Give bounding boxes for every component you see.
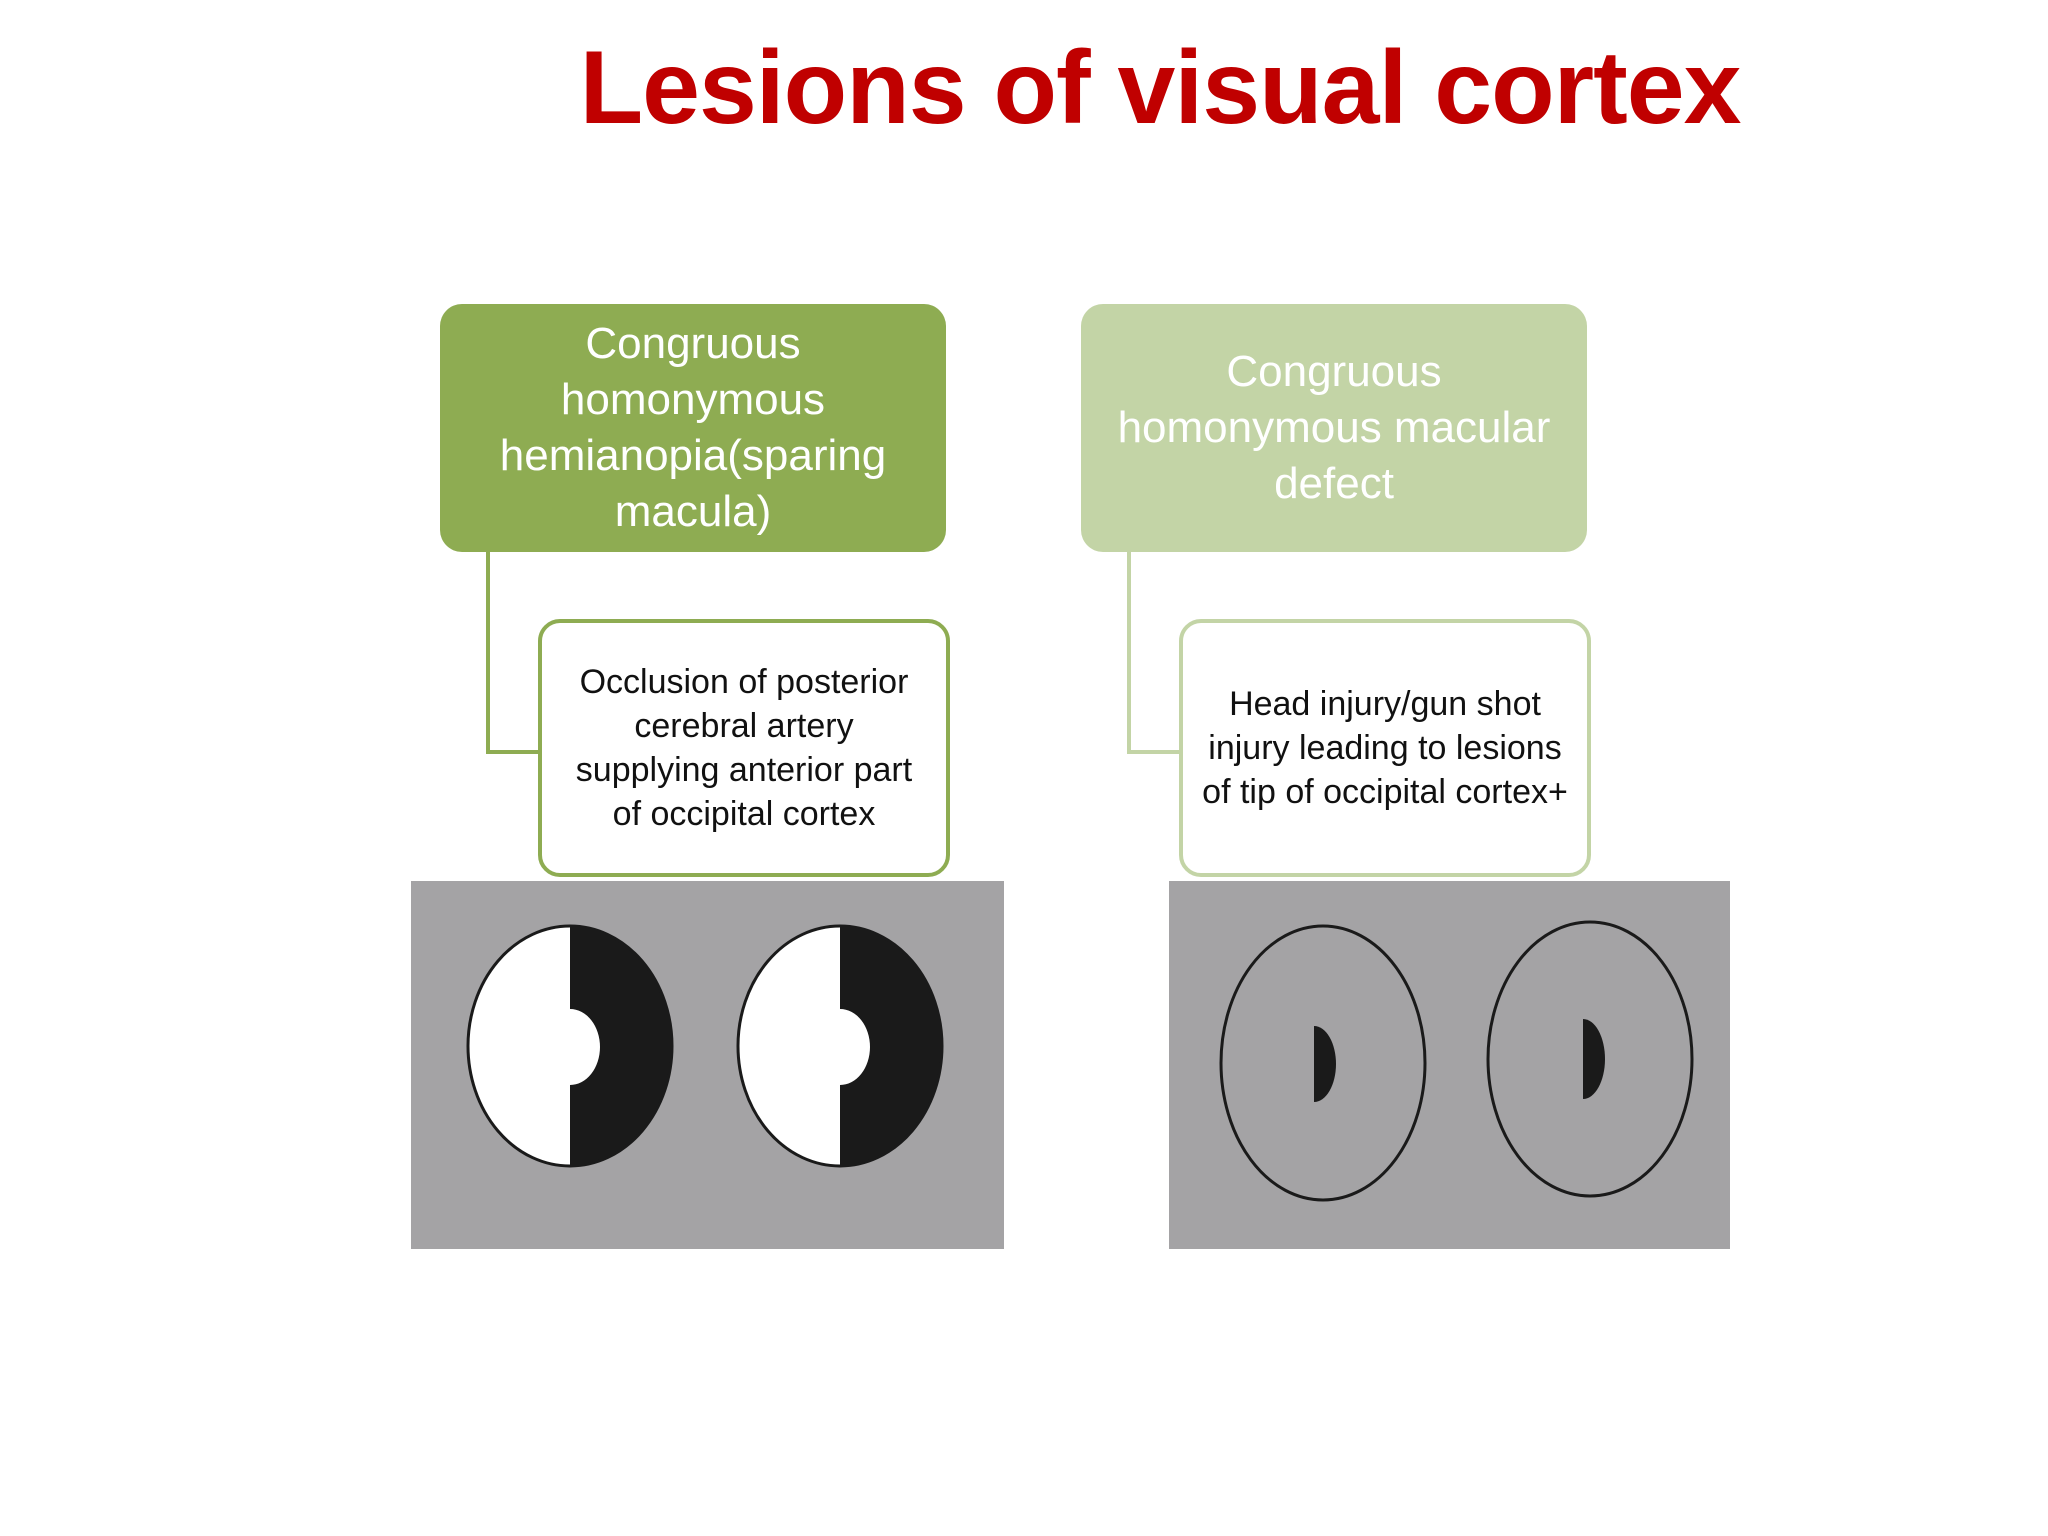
left-eye-macular-outline [1219,924,1427,1202]
right-heading-box: Congruous homonymous macular defect [1081,304,1587,552]
left-eye-defect [570,926,672,1166]
right-eye-field [736,924,944,1168]
left-cause-text: Occlusion of posterior cerebral artery s… [575,663,913,833]
left-connector-line [486,552,544,754]
right-eye-defect [840,926,942,1166]
left-heading-text: Congruous homonymous hemianopia(sparing … [499,319,887,536]
right-eye-macular-outline [1486,920,1694,1198]
left-eye-macular-defect [1314,1026,1336,1102]
right-visual-field-svg [1219,920,1694,1202]
left-eye-macular-field [1219,924,1427,1202]
right-heading-text: Congruous homonymous macular defect [1117,347,1551,508]
left-cause-box: Occlusion of posterior cerebral artery s… [538,619,950,877]
slide-title: Lesions of visual cortex [579,30,1742,146]
right-visual-field-chart [1169,881,1730,1249]
right-eye-macular-field [1486,920,1694,1198]
left-visual-field-chart [411,881,1004,1249]
right-cause-text: Head injury/gun shot injury leading to l… [1202,685,1568,811]
right-cause-box: Head injury/gun shot injury leading to l… [1179,619,1591,877]
left-visual-field-svg [466,924,944,1168]
right-eye-macular-defect [1583,1019,1605,1099]
right-connector-line [1127,552,1185,754]
left-heading-box: Congruous homonymous hemianopia(sparing … [440,304,946,552]
left-eye-field [466,924,674,1168]
